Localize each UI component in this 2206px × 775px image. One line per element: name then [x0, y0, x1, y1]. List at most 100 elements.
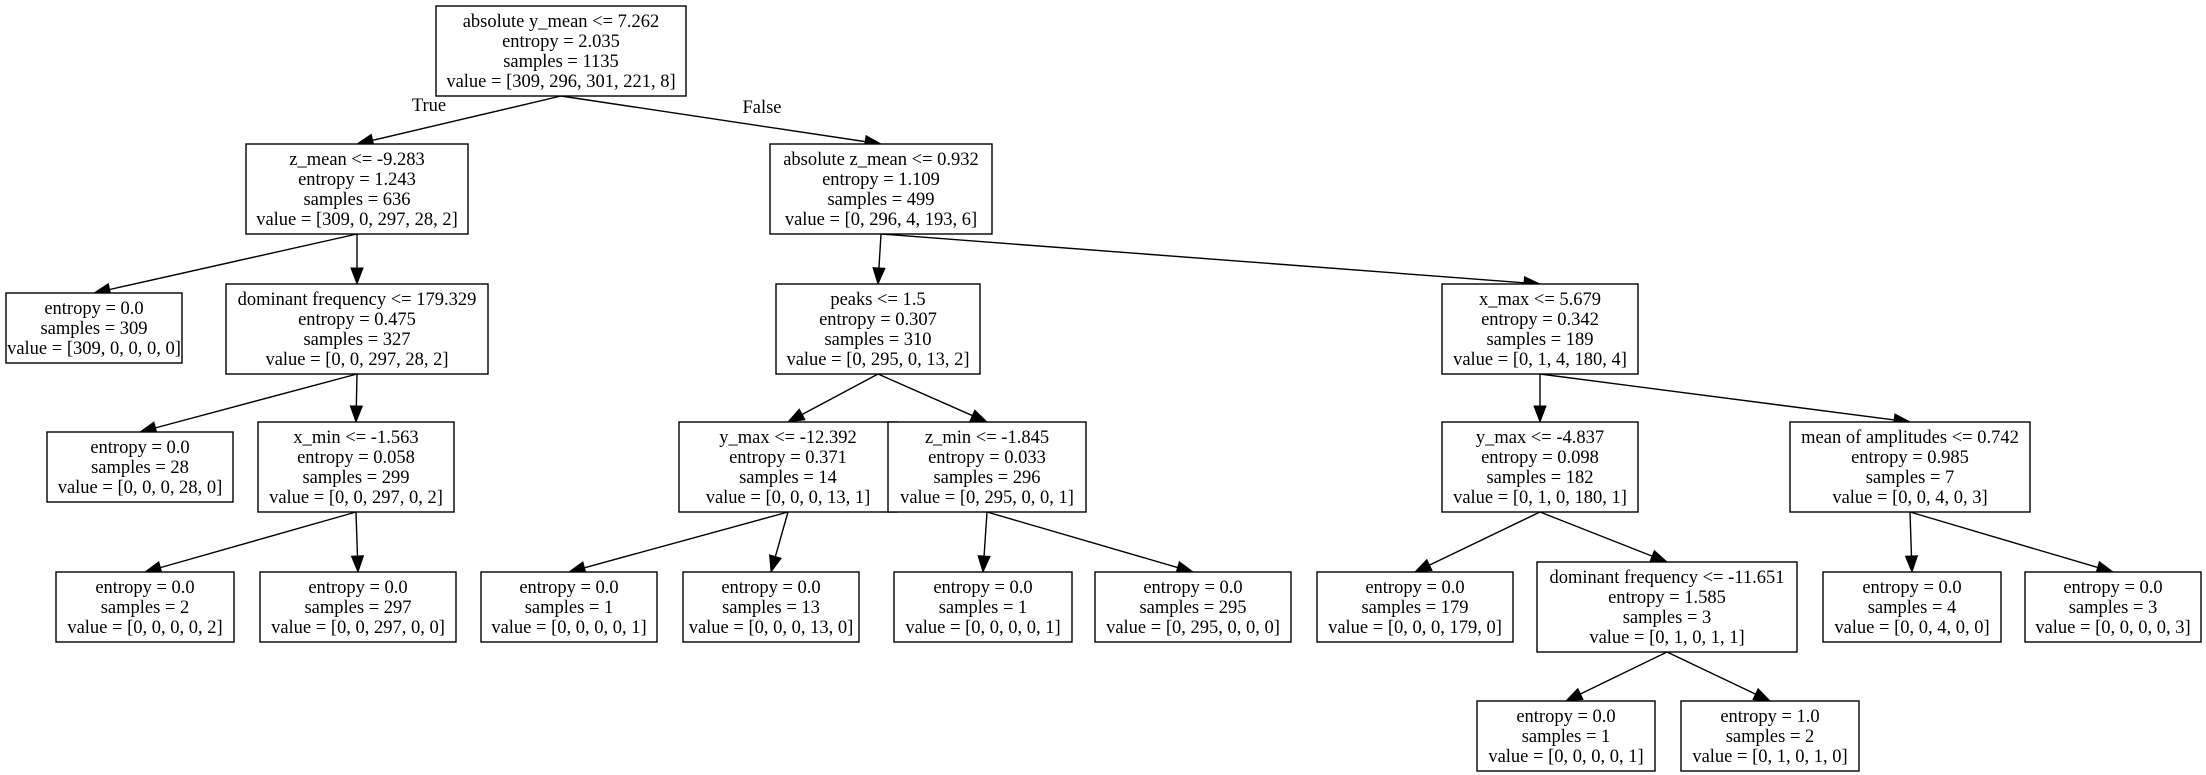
edge-n8-n9	[872, 233, 886, 286]
node-line: samples = 1	[525, 598, 614, 618]
edge-label-true: True	[412, 96, 446, 116]
edge-line	[160, 511, 357, 569]
node-box	[1316, 571, 1514, 643]
node-box	[46, 431, 234, 503]
node-line: samples = 636	[303, 190, 410, 210]
node-line: value = [309, 0, 297, 28, 2]	[256, 210, 458, 230]
edge-line	[983, 511, 988, 557]
node-box	[893, 571, 1073, 643]
node-line: samples = 189	[1486, 330, 1593, 350]
edge-n3-n5	[349, 373, 364, 424]
edge-n19-n20	[1564, 651, 1668, 702]
edge-line	[584, 511, 789, 569]
node-box	[5, 292, 183, 364]
edge-arrowhead	[1413, 558, 1433, 573]
edge-line	[109, 233, 358, 291]
edge-arrowhead	[349, 405, 364, 424]
node-box	[480, 571, 658, 643]
node-line: entropy = 0.0	[933, 578, 1032, 598]
node-line: entropy = 0.0	[2063, 578, 2162, 598]
edge-arrowhead	[1752, 687, 1772, 702]
node-box	[225, 283, 489, 375]
node-line: absolute z_mean <= 0.932	[783, 150, 979, 170]
edge-n1-n3	[350, 234, 364, 286]
node-line: value = [0, 1, 0, 180, 1]	[1453, 488, 1627, 508]
node-line: value = [0, 0, 297, 0, 2]	[269, 488, 443, 508]
node-line: entropy = 0.0	[519, 578, 618, 598]
node-box	[769, 143, 993, 235]
node-line: y_max <= -4.837	[1476, 428, 1604, 448]
node-line: value = [309, 0, 0, 0, 0]	[7, 339, 181, 359]
node-line: y_max <= -12.392	[719, 428, 857, 448]
edge-line	[372, 95, 562, 142]
edge-line	[878, 233, 882, 269]
node-line: samples = 310	[824, 330, 931, 350]
edge-n22-n24	[1909, 511, 2115, 574]
edge-n9-n10	[786, 373, 879, 423]
edge-line	[1666, 651, 1756, 695]
node-line: value = [0, 295, 0, 13, 2]	[786, 350, 969, 370]
node-line: peaks <= 1.5	[830, 290, 925, 310]
edge-arrowhead	[769, 554, 782, 574]
node-box	[1822, 571, 2002, 643]
node-line: value = [309, 296, 301, 221, 8]	[446, 72, 675, 92]
edge-n17-n18	[1413, 511, 1541, 573]
node-line: entropy = 0.0	[95, 578, 194, 598]
edge-arrowhead	[350, 555, 365, 574]
node-line: value = [0, 0, 0, 13, 1]	[706, 488, 871, 508]
node-line: entropy = 1.585	[1608, 588, 1726, 608]
node-box	[435, 5, 687, 97]
edge-label-false: False	[742, 98, 781, 118]
node-line: value = [0, 0, 0, 0, 2]	[67, 618, 222, 638]
edge-line	[877, 373, 973, 417]
node-line: x_max <= 5.679	[1479, 290, 1601, 310]
edge-n13-n15	[986, 511, 1195, 574]
edge-line	[1909, 511, 2098, 569]
edge-line	[774, 511, 789, 557]
node-box	[1441, 283, 1639, 375]
edge-line	[560, 95, 866, 143]
node-line: value = [0, 0, 297, 0, 0]	[271, 618, 445, 638]
edge-n9-n13	[877, 373, 989, 423]
node-line: entropy = 0.475	[298, 310, 416, 330]
node-line: entropy = 0.058	[297, 448, 415, 468]
edge-n22-n23	[1904, 511, 1919, 574]
node-box	[887, 421, 1087, 513]
node-line: value = [0, 0, 0, 28, 0]	[58, 478, 223, 498]
edge-n0-n8: False	[560, 95, 883, 149]
node-line: samples = 309	[40, 319, 147, 339]
node-line: value = [0, 0, 0, 0, 3]	[2035, 618, 2190, 638]
node-box	[678, 421, 898, 513]
node-box	[55, 571, 235, 643]
edge-n17-n19	[1539, 511, 1669, 563]
node-line: entropy = 0.371	[729, 448, 847, 468]
node-line: entropy = 0.0	[90, 438, 189, 458]
node-line: value = [0, 0, 0, 179, 0]	[1328, 618, 1502, 638]
node-line: value = [0, 295, 0, 0, 1]	[900, 488, 1074, 508]
node-box	[775, 283, 981, 375]
edge-n5-n7	[350, 511, 365, 574]
edge-arrowhead	[977, 555, 991, 574]
edge-n19-n21	[1666, 651, 1772, 702]
edge-n5-n6	[143, 511, 357, 574]
node-line: samples = 3	[2069, 598, 2158, 618]
node-line: value = [0, 0, 4, 0, 3]	[1832, 488, 1987, 508]
node-line: samples = 179	[1361, 598, 1468, 618]
node-line: samples = 1	[1522, 727, 1611, 747]
edge-line	[355, 373, 358, 407]
node-line: z_min <= -1.845	[925, 428, 1049, 448]
node-line: samples = 28	[91, 458, 189, 478]
node-line: entropy = 0.0	[1516, 707, 1615, 727]
edge-line	[986, 511, 1178, 569]
